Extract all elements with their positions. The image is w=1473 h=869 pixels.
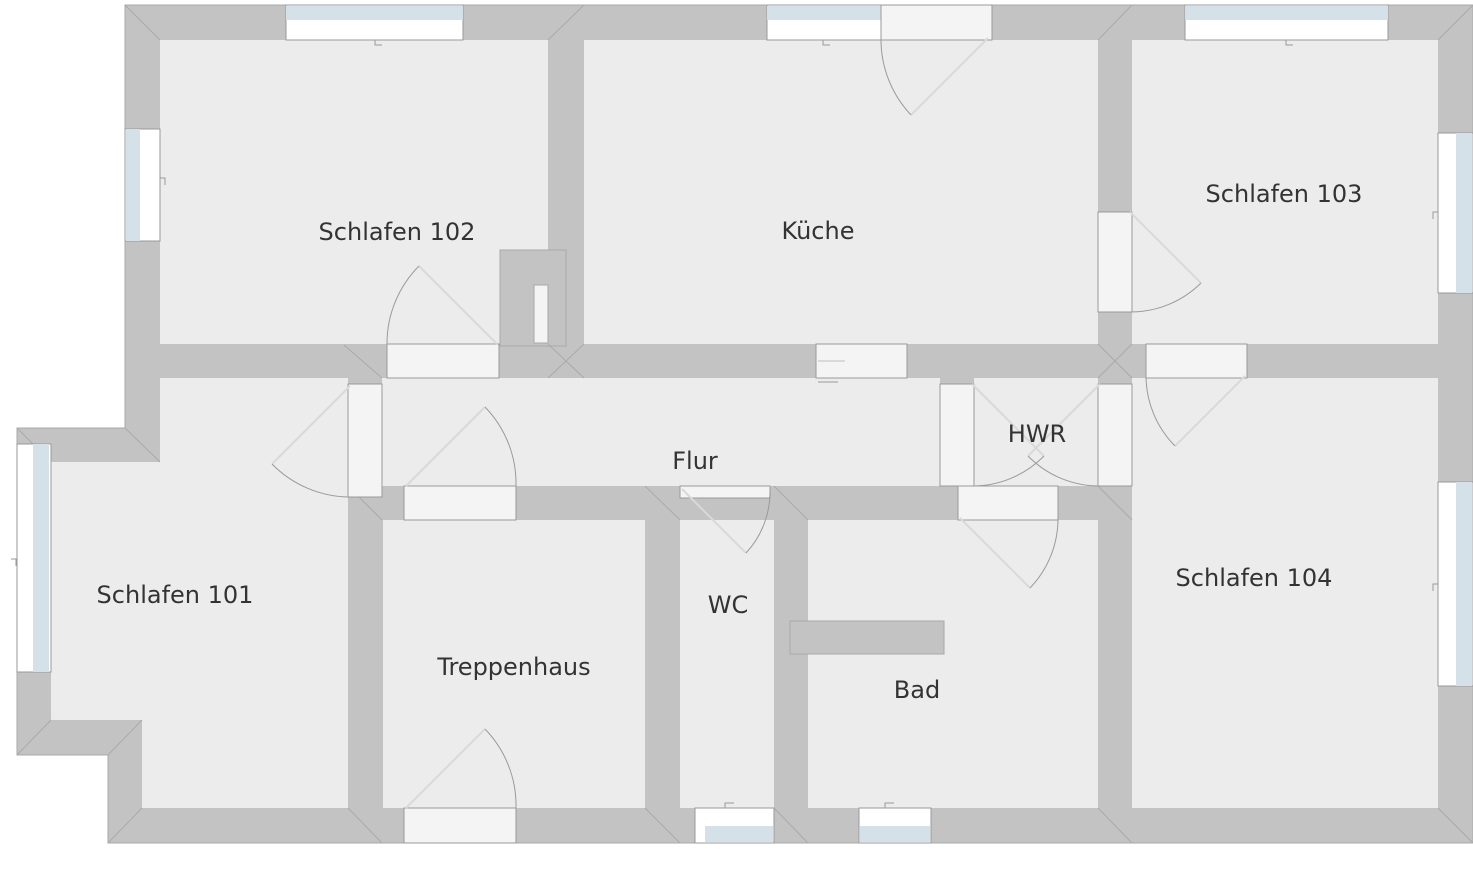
floor-hwr	[974, 378, 1098, 486]
room-label-schlafen-104: Schlafen 104	[1176, 564, 1333, 592]
window-top-schlafen-103	[1184, 4, 1389, 41]
room-label-schlafen-101: Schlafen 101	[97, 581, 254, 609]
door-kueche-top	[880, 4, 993, 116]
window-left-schlafen-101	[16, 443, 52, 673]
room-labels: Schlafen 102 Küche Schlafen 103 Flur HWR…	[97, 180, 1363, 704]
room-label-treppenhaus: Treppenhaus	[436, 653, 590, 681]
window-right-schlafen-104	[1437, 481, 1473, 687]
shaft	[499, 249, 567, 347]
window-left-schlafen-102	[124, 128, 161, 242]
floor-kueche	[584, 40, 1098, 344]
room-label-flur: Flur	[672, 447, 718, 475]
room-label-schlafen-103: Schlafen 103	[1206, 180, 1363, 208]
door-kueche-flur	[815, 343, 908, 383]
window-right-schlafen-103	[1437, 132, 1473, 294]
door-hwr-right	[1027, 383, 1133, 487]
window-bottom-wc	[694, 807, 775, 844]
door-schlafen-104	[1145, 343, 1248, 447]
door-wc	[679, 485, 771, 554]
floor-schlafen-101	[51, 378, 348, 808]
floor-flur	[382, 378, 940, 486]
floor-bad	[808, 520, 1098, 808]
door-schlafen-101	[271, 383, 383, 498]
window-top-kueche	[766, 4, 882, 41]
room-label-kueche: Küche	[782, 217, 855, 245]
interior-features	[16, 4, 1473, 844]
floor-treppenhaus	[383, 520, 645, 808]
room-floors	[51, 40, 1438, 808]
window-bottom-bad	[858, 807, 932, 844]
door-treppenhaus-bottom	[403, 728, 517, 844]
window-top-schlafen-102	[285, 4, 464, 41]
bad-partition-wall	[789, 620, 945, 655]
room-label-bad: Bad	[894, 676, 940, 704]
door-schlafen-102	[386, 265, 500, 379]
floor-schlafen-104	[1132, 378, 1438, 808]
door-treppenhaus-top	[403, 406, 517, 521]
room-label-wc: WC	[708, 591, 749, 619]
door-hwr-left	[939, 383, 1045, 487]
door-schlafen-103	[1097, 211, 1202, 313]
room-label-hwr: HWR	[1008, 420, 1066, 448]
floor-wc	[680, 520, 774, 808]
floor-schlafen-102	[160, 40, 548, 344]
floor-schlafen-103	[1132, 40, 1438, 344]
doors	[271, 4, 1248, 844]
door-bad	[957, 485, 1059, 589]
room-label-schlafen-102: Schlafen 102	[319, 218, 476, 246]
windows	[11, 4, 1473, 844]
